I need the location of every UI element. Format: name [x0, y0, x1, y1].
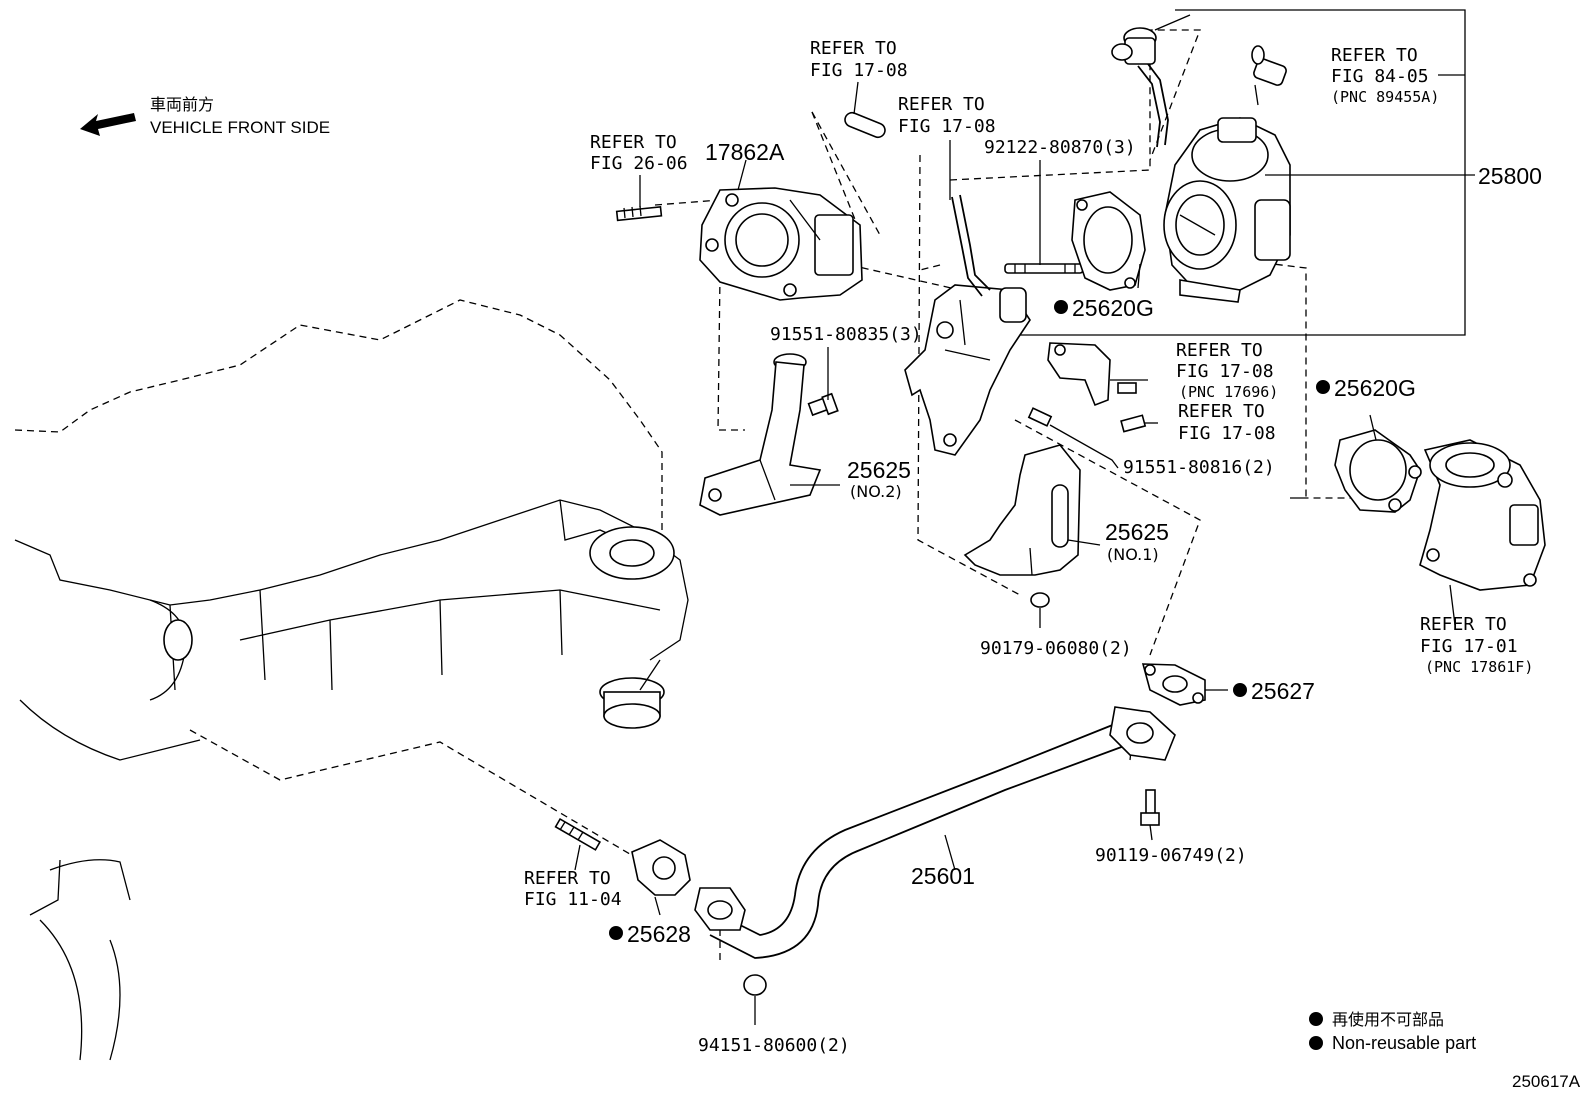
callout-25627: 25627: [1251, 678, 1315, 704]
callout-25620g-a: 25620G: [1072, 295, 1154, 321]
non-reusable-marker-25628: [609, 926, 623, 940]
egr-pipe-17861f: [1419, 439, 1546, 591]
legend-label-jp: 再使用不可部品: [1332, 1010, 1444, 1029]
callout-25625-no1: 25625: [1105, 519, 1169, 545]
reference-fig-17-01: REFER TO FIG 17-01 (PNC 17861F): [1420, 614, 1533, 676]
reference-fig-84-05: REFER TO FIG 84-05 (PNC 89455A): [1331, 45, 1439, 106]
svg-text:FIG 17-08: FIG 17-08: [898, 116, 996, 137]
legend: 再使用不可部品 Non-reusable part: [1309, 1010, 1476, 1053]
throttle-body-17862a: [699, 187, 863, 301]
legend-bullet-icon: [1309, 1012, 1323, 1026]
nut-90179: [1030, 592, 1050, 608]
callout-25625-no2-sub: (NO.2): [850, 482, 902, 501]
callout-17862a: 17862A: [705, 139, 785, 165]
small-hose-outline: [951, 196, 983, 297]
svg-text:FIG 26-06: FIG 26-06: [590, 153, 688, 174]
sensor-89455a: [1251, 45, 1287, 106]
svg-text:FIG 17-01: FIG 17-01: [1420, 636, 1518, 657]
front-arrow-icon: [80, 113, 136, 136]
reference-fig-17-08-b: REFER TO FIG 17-08: [898, 94, 996, 137]
svg-text:FIG 84-05: FIG 84-05: [1331, 66, 1429, 87]
engine-block: [14, 299, 689, 1061]
bolt-90119: [1140, 789, 1160, 826]
vacuum-sensor: [1111, 14, 1191, 148]
svg-text:(PNC 89455A): (PNC 89455A): [1331, 88, 1439, 106]
svg-text:REFER TO: REFER TO: [1331, 45, 1418, 66]
callout-91551-80835: 91551-80835(3): [770, 324, 922, 345]
callout-90179-06080: 90179-06080(2): [980, 638, 1132, 659]
egr-pipe-25601: [694, 706, 1176, 959]
legend-bullet-icon: [1309, 1036, 1323, 1050]
gasket-25627: [1141, 663, 1206, 706]
egr-valve-25800: [1163, 117, 1291, 303]
reference-fig-17-08-a: REFER TO FIG 17-08: [810, 38, 908, 81]
reference-fig-11-04: REFER TO FIG 11-04: [524, 868, 622, 910]
callout-90119-06749: 90119-06749(2): [1095, 845, 1247, 866]
callout-25628: 25628: [627, 921, 691, 947]
legend-label-en: Non-reusable part: [1332, 1033, 1476, 1053]
gasket-25620g-a: [1071, 191, 1146, 291]
diagram-id: 250617A: [1512, 1072, 1581, 1091]
direction-label-jp: 車両前方: [150, 95, 214, 114]
svg-text:REFER TO: REFER TO: [1178, 401, 1265, 422]
callout-25625-no1-sub: (NO.1): [1107, 545, 1159, 564]
svg-text:FIG 17-08: FIG 17-08: [1178, 423, 1276, 444]
svg-text:REFER TO: REFER TO: [1420, 614, 1507, 635]
callout-92122-80870: 92122-80870(3): [984, 137, 1136, 158]
egr-bracket-center: [904, 284, 1031, 456]
reference-fig-26-06: REFER TO FIG 26-06: [590, 132, 688, 174]
callout-91551-80816: 91551-80816(2): [1123, 457, 1275, 478]
svg-text:(PNC 17861F): (PNC 17861F): [1425, 658, 1533, 676]
non-reusable-marker-25627: [1233, 683, 1247, 697]
stud-bolt-92122: [1004, 263, 1084, 274]
svg-text:FIG 11-04: FIG 11-04: [524, 889, 622, 910]
callout-25625-no2: 25625: [847, 457, 911, 483]
svg-text:REFER TO: REFER TO: [1176, 340, 1263, 361]
svg-text:REFER TO: REFER TO: [590, 132, 677, 153]
stud-26-06: [615, 205, 663, 222]
vehicle-front-direction: 車両前方 VEHICLE FRONT SIDE: [80, 95, 330, 137]
callout-94151-80600: 94151-80600(2): [698, 1035, 850, 1056]
stud-11-04: [554, 817, 602, 851]
small-hose: [959, 194, 991, 291]
callout-25800: 25800: [1478, 163, 1542, 189]
svg-text:REFER TO: REFER TO: [810, 38, 897, 59]
svg-text:REFER TO: REFER TO: [898, 94, 985, 115]
svg-text:FIG 17-08: FIG 17-08: [810, 60, 908, 81]
hose-piece: [844, 111, 886, 139]
bracket-17696: [1047, 342, 1137, 407]
nut-94151: [743, 974, 767, 996]
direction-label-en: VEHICLE FRONT SIDE: [150, 118, 330, 137]
reference-fig-17-08-c: REFER TO FIG 17-08: [1178, 401, 1276, 444]
bolt-91551-80835: [807, 392, 839, 417]
non-reusable-marker-25620g-b: [1316, 380, 1330, 394]
gasket-25628: [631, 839, 691, 896]
bolt-91551-80816: [1027, 407, 1147, 433]
svg-text:(PNC 17696): (PNC 17696): [1179, 383, 1278, 401]
svg-text:FIG 17-08: FIG 17-08: [1176, 361, 1274, 382]
bracket-25625-no2: [699, 353, 822, 516]
reference-fig-17-08-pnc-17696: REFER TO FIG 17-08 (PNC 17696): [1176, 340, 1278, 401]
non-reusable-marker-25620g-a: [1054, 300, 1068, 314]
leader-lines: [574, 74, 1475, 1025]
svg-text:REFER TO: REFER TO: [524, 868, 611, 889]
callout-25601: 25601: [911, 863, 975, 889]
callout-25620g-b: 25620G: [1334, 375, 1416, 401]
gasket-25620g-b: [1334, 429, 1422, 513]
heat-shield-25625-no1: [963, 444, 1081, 576]
